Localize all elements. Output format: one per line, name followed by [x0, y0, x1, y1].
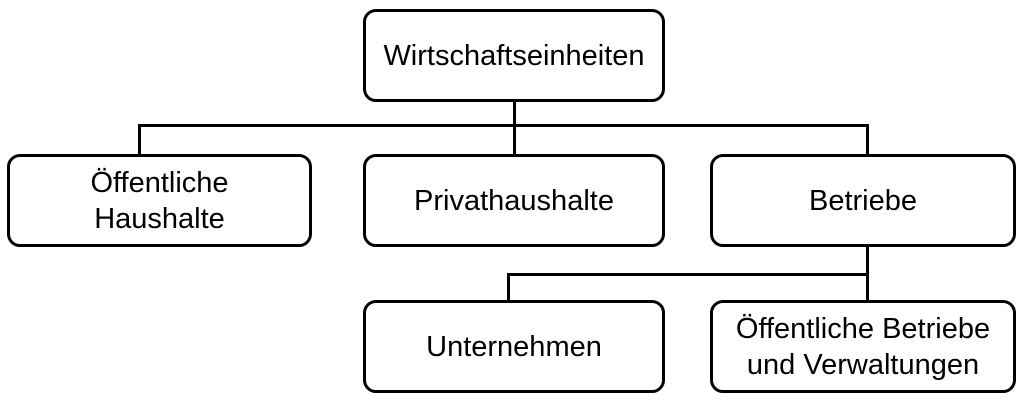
node-unternehmen-label: Unternehmen	[426, 330, 602, 363]
node-wirtschaftseinheiten-label: Wirtschaftseinheiten	[383, 39, 645, 72]
connector-bar-level-1	[138, 124, 869, 127]
connector-bar-level-2	[507, 273, 869, 276]
connector-drop-public-households	[138, 124, 141, 156]
node-privathaushalte: Privathaushalte	[363, 154, 665, 247]
node-privathaushalte-label: Privathaushalte	[414, 184, 614, 217]
connector-drop-enterprises	[866, 124, 869, 156]
node-oeffentliche-haushalte-label: Öffentliche Haushalte	[90, 166, 229, 235]
node-oeffentliche-betriebe-und-verwaltungen-label: Öffentliche Betriebe und Verwaltungen	[735, 312, 991, 381]
node-oeffentliche-betriebe-und-verwaltungen: Öffentliche Betriebe und Verwaltungen	[710, 300, 1016, 393]
connector-root-stem	[513, 100, 516, 156]
connector-drop-companies	[507, 273, 510, 302]
node-betriebe-label: Betriebe	[808, 184, 917, 217]
node-betriebe: Betriebe	[710, 154, 1016, 247]
node-wirtschaftseinheiten: Wirtschaftseinheiten	[363, 9, 665, 102]
node-oeffentliche-haushalte: Öffentliche Haushalte	[7, 154, 312, 247]
node-unternehmen: Unternehmen	[363, 300, 665, 393]
